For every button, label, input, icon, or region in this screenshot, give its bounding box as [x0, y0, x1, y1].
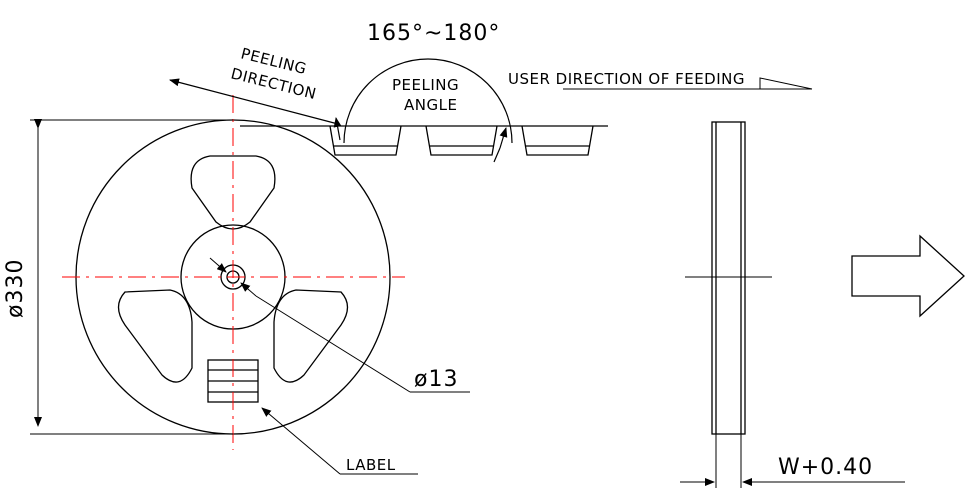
outer-diameter-dimension [30, 119, 233, 435]
peeling-angle-label-1: PEELING [392, 76, 459, 94]
peeling-angle-arc [333, 58, 513, 163]
outer-diameter-label: ø330 [3, 259, 28, 318]
label-leader [261, 407, 418, 475]
reel-side-outline [711, 121, 746, 435]
reel-window-left [117, 289, 193, 383]
peeling-direction-arrow [169, 78, 339, 125]
pocket-3 [521, 125, 594, 156]
right-arrow-icon [851, 234, 965, 318]
feeding-direction-symbol [563, 77, 813, 90]
user-direction-label: USER DIRECTION OF FEEDING [508, 70, 745, 88]
label-callout: LABEL [346, 456, 396, 474]
hub-diameter-label: ø13 [414, 367, 458, 392]
carrier-tape [240, 125, 608, 156]
centerlines [62, 95, 405, 450]
pocket-2 [425, 125, 498, 156]
angle-range-label: 165°~180° [367, 21, 500, 46]
peeling-angle-label-2: ANGLE [404, 96, 457, 114]
reel-side-view [685, 121, 772, 435]
pocket-1 [329, 125, 402, 156]
reel-window-right [273, 289, 349, 383]
width-dimension [680, 434, 905, 488]
reel-window-top [190, 155, 276, 230]
width-dimension-label: W+0.40 [778, 455, 873, 480]
hub-diameter-leader [209, 257, 470, 393]
